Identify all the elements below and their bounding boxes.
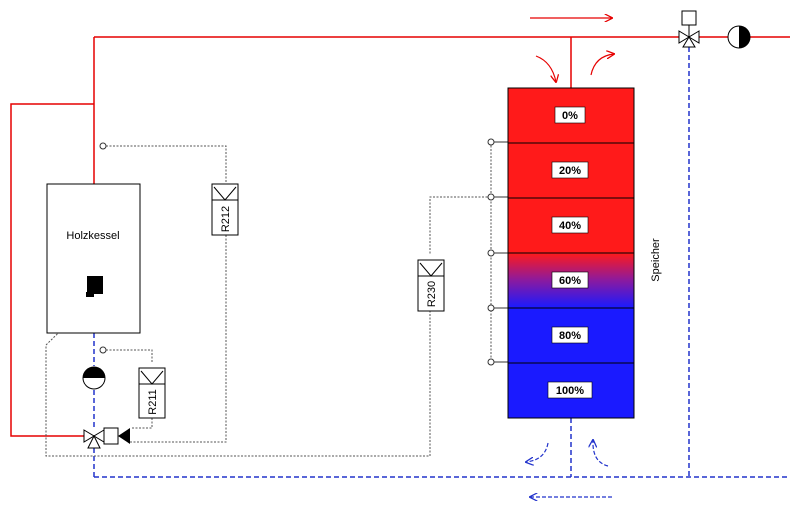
actuator-icon [118,428,130,444]
sensor-tap [487,193,495,201]
boiler-pump[interactable] [82,366,106,390]
layer-label: 40% [559,220,581,232]
flow-arrow-icon [526,442,549,462]
storage-label: Speicher [650,238,662,282]
cold-flow-arrows [526,440,612,497]
cold-pipes [93,47,790,478]
relay-label: R230 [426,281,438,307]
layer-label: 80% [559,330,581,342]
relay-label: R212 [220,206,232,232]
boiler[interactable]: Holzkessel [46,183,141,334]
hot-bypass-line [10,103,94,437]
sensor-tap [487,249,495,257]
sensor-line-r212-out [130,235,227,443]
sensor-tap [487,358,495,366]
main-pump[interactable] [727,25,751,49]
sensor-tap [487,304,495,312]
sensor-tap [99,346,107,354]
storage-sensor-taps [487,138,508,366]
boiler-mixing-valve[interactable] [83,427,130,449]
three-way-valve[interactable] [678,10,700,48]
three-way-valve-icon[interactable] [678,30,690,44]
valve-actuator-icon [681,10,697,26]
sensor-tap [487,138,495,146]
sensor-line-r212-in [106,145,227,184]
sensor-line-r230-in [429,196,491,255]
layer-label: 20% [559,165,581,177]
sensor-line-r211-in [106,349,153,362]
relay-r212[interactable]: R212 [211,183,239,236]
hot-pipes [10,36,790,437]
mixing-valve-icon[interactable] [83,429,95,443]
thermostat-icon [86,276,103,297]
layer-label: 60% [559,275,581,287]
relay-label: R211 [147,389,159,414]
storage-tank[interactable]: 0% 20% 40% 60% 80% 100% Speicher [507,87,662,419]
layer-label: 0% [562,110,578,122]
sensor-line-r211-out [131,418,153,429]
relay-r230[interactable]: R230 [417,259,445,312]
flow-arrow-icon [590,54,614,76]
boiler-label: Holzkessel [66,230,119,242]
sensor-tap [99,142,107,150]
flow-arrow-icon [593,440,609,467]
layer-label: 100% [556,385,584,397]
boiler-sensor-taps [99,142,107,354]
boiler-body[interactable] [46,183,141,334]
hot-flow-arrows [530,18,614,82]
flow-arrow-icon [535,55,556,82]
relay-r211[interactable]: R211 [138,367,166,419]
storage-layer-labels: 0% 20% 40% 60% 80% 100% [547,106,593,399]
